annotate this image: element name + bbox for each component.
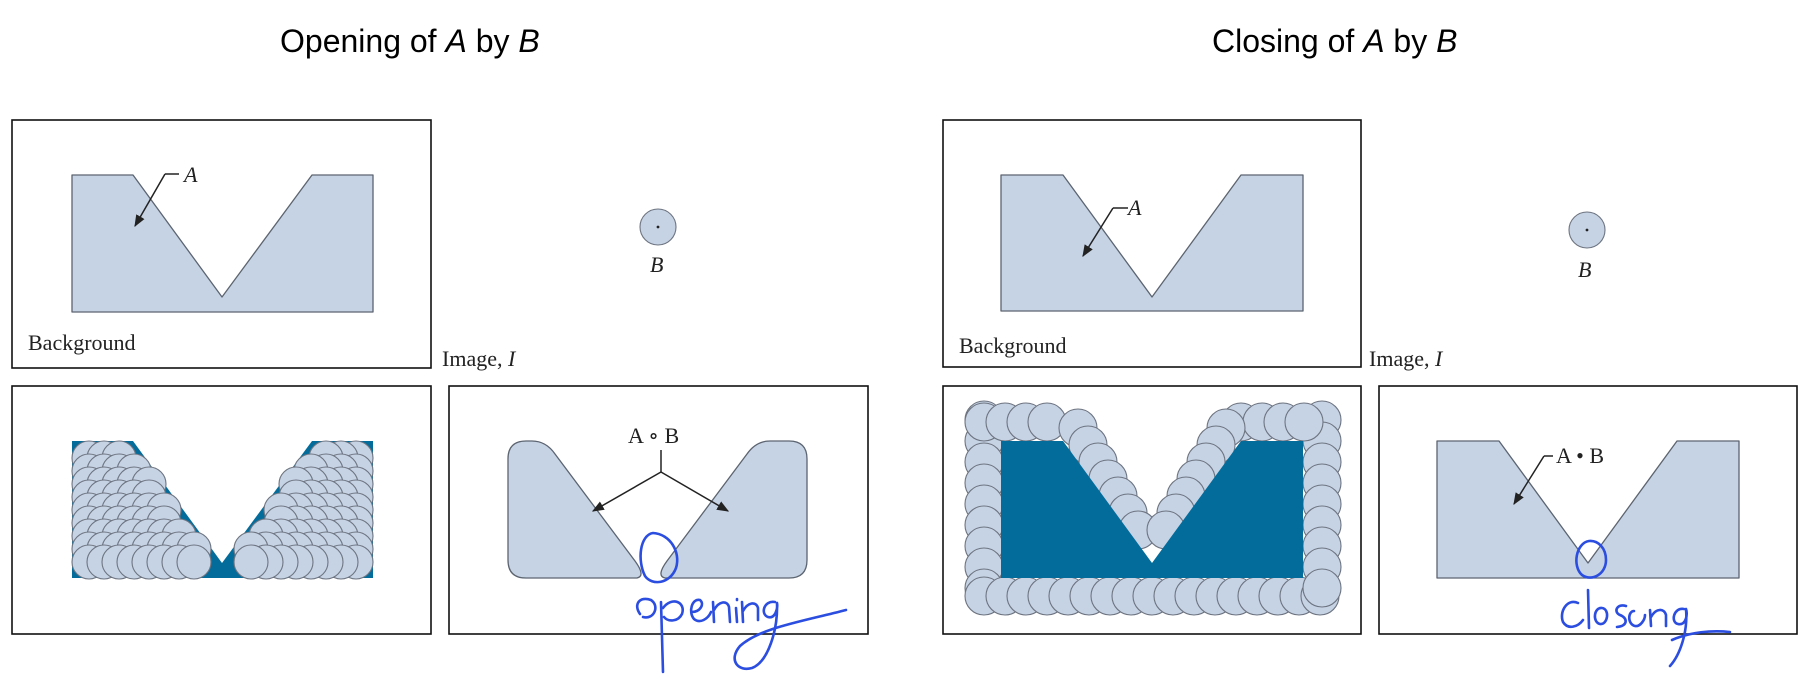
closing-label-b: B [1578, 257, 1591, 282]
closing-label-a: A [1126, 195, 1142, 220]
closing-background-label: Background [959, 333, 1067, 358]
opening-rolling-balls [71, 440, 374, 580]
opening-result-left-lobe [507, 440, 642, 579]
opening-label-b: B [650, 252, 663, 277]
opening-structuring-element-center [656, 225, 660, 229]
opening-result-right-lobe [660, 440, 808, 579]
closing-structuring-element-center [1585, 228, 1589, 232]
opening-result-frame [448, 385, 869, 635]
closing-process-frame [942, 385, 1362, 635]
opening-result-arrow-left-icon [591, 471, 662, 512]
closing-ball [1284, 402, 1324, 442]
closing-title: Closing of A by B [1212, 23, 1457, 59]
closing-result-label: A • B [1556, 443, 1604, 468]
closing-dark-set-a [1001, 441, 1303, 578]
opening-set-a [71, 174, 374, 313]
closing-rolling-balls [964, 400, 1342, 616]
opening-result-label: A ∘ B [628, 423, 679, 448]
opening-image-label: Image, I [442, 346, 517, 371]
opening-ball [176, 544, 212, 580]
closing-image-label: Image, I [1369, 346, 1444, 371]
opening-background-label: Background [28, 330, 136, 355]
closing-arrow-icon [1082, 207, 1114, 258]
closing-set-a [1000, 174, 1304, 312]
closing-handwriting [1560, 539, 1732, 668]
opening-title: Opening of A by B [280, 23, 540, 59]
closing-result-frame [1378, 385, 1798, 635]
closing-image-frame [942, 119, 1362, 368]
opening-handwriting [635, 531, 848, 674]
opening-result-arrow-right-icon [660, 471, 730, 512]
opening-image-frame [11, 119, 432, 369]
closing-result-arrow-icon [1513, 455, 1545, 506]
opening-label-a: A [182, 162, 198, 187]
opening-process-frame [11, 385, 432, 635]
opening-arrow-icon [134, 173, 166, 228]
opening-ball [233, 544, 269, 580]
closing-ball [1302, 568, 1342, 608]
closing-result-set [1436, 440, 1740, 579]
